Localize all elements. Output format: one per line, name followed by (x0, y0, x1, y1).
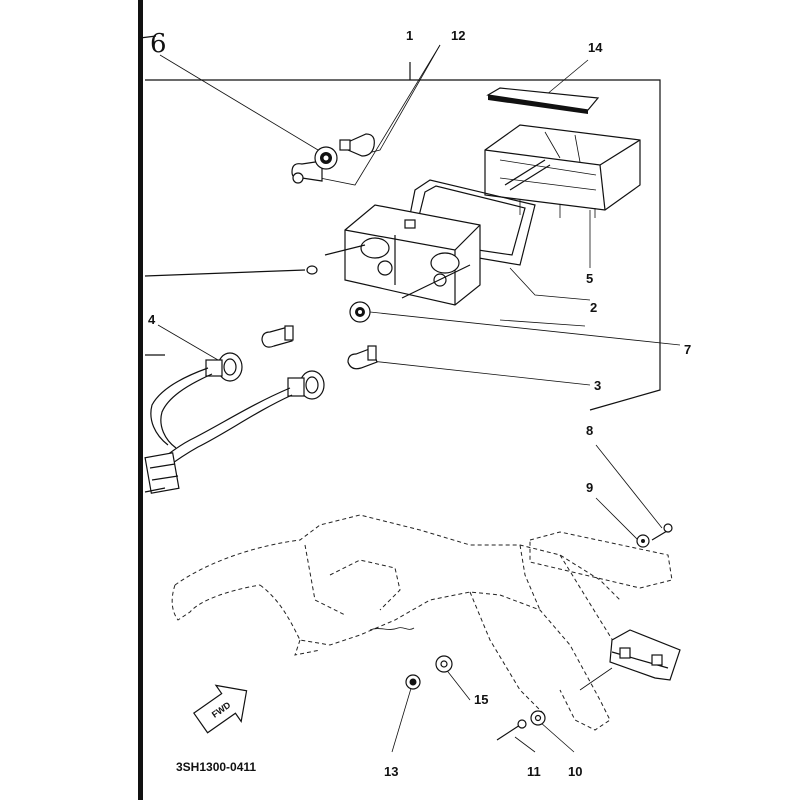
callout-1: 1 (406, 28, 413, 43)
bolt-part-12 (291, 160, 323, 184)
washer-part-10 (530, 710, 546, 726)
callout-5: 5 (586, 271, 593, 286)
callout-9: 9 (586, 480, 593, 495)
leader-lines (157, 44, 681, 753)
grommet-part-7 (349, 301, 371, 323)
callout-8: 8 (586, 423, 593, 438)
assembly-bracket (144, 62, 661, 411)
callout-10: 10 (568, 764, 582, 779)
callout-11: 11 (527, 764, 541, 779)
part-code: 3SH1300-0411 (176, 760, 256, 774)
corner-mark: 6 (150, 29, 167, 59)
grommet-part-6 (314, 146, 338, 170)
reflector-strip-part-14 (486, 87, 600, 114)
callout-3: 3 (594, 378, 601, 393)
callout-numbers: 1 12 14 5 2 7 4 3 8 9 15 13 11 10 (148, 28, 691, 779)
tail-lamp-lens-part-5 (484, 124, 641, 218)
lamp-housing (324, 204, 481, 306)
callout-7: 7 (684, 342, 691, 357)
bolt-part-8 (651, 523, 673, 541)
callout-13: 13 (384, 764, 398, 779)
callout-14: 14 (588, 40, 603, 55)
bulb-part-3 (261, 325, 378, 370)
callout-15: 15 (474, 692, 488, 707)
fwd-arrow-icon: FWD (192, 684, 248, 734)
callout-2: 2 (590, 300, 597, 315)
page-binding-edge (138, 0, 143, 800)
license-bracket (529, 531, 681, 691)
nut-part-13 (405, 674, 421, 690)
screw-part-12 (339, 133, 375, 157)
callout-4: 4 (148, 312, 156, 327)
washer-part-9 (636, 534, 650, 548)
callout-12: 12 (451, 28, 465, 43)
screw-part-11 (496, 719, 527, 741)
washer-part-15 (435, 655, 453, 673)
socket-harness-part-4 (144, 352, 325, 494)
small-nut (306, 265, 318, 275)
corner-mark-stroke (139, 35, 157, 39)
